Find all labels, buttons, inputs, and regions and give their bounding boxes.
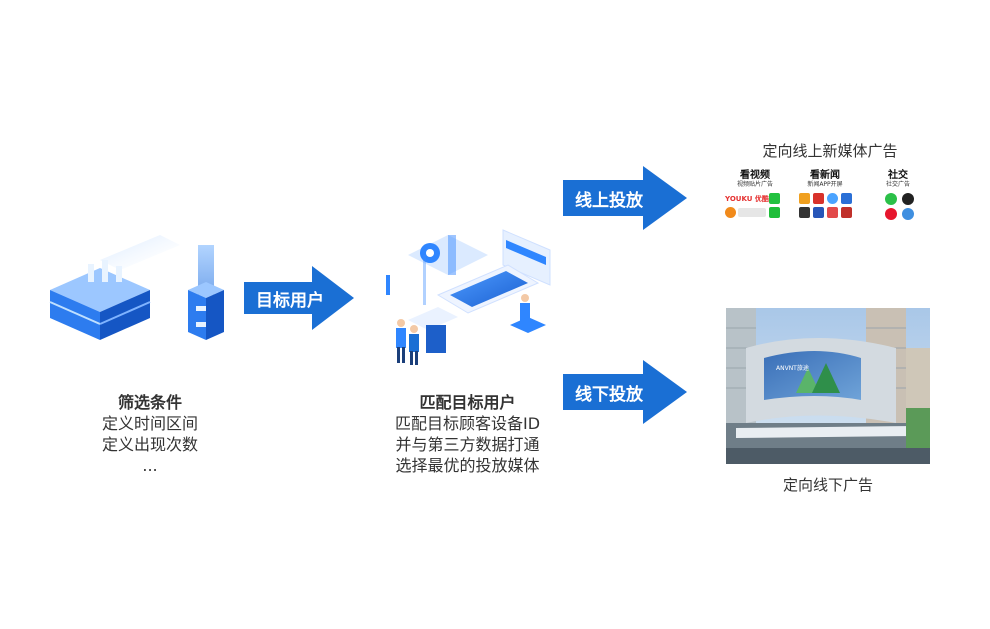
video-group: 看视频 视频贴片广告 [725,170,785,189]
offline-billboard-photo: ANVNT旅途 [726,308,930,464]
social-group-subtitle: 社交广告 [885,181,910,188]
weibo-icon [885,208,897,220]
online-label: 线上投放 [575,190,643,211]
online-arrow: 线上投放 [563,166,687,230]
news-app-icon-3 [827,193,838,204]
filter-line-time: 定义时间区间 [101,414,198,433]
wechat-icon [885,193,897,205]
news-group: 看新闻 新闻APP开屏 [795,170,855,189]
billboard-screen-text: ANVNT旅途 [776,365,809,372]
server-illustration [40,230,240,360]
online-media-panel: 看视频 视频贴片广告 YOUKU 优酷 看新闻 新闻APP开屏 社交 社交广告 [723,166,928,228]
iqiyi-video-icon [769,207,780,218]
sohu-icon [725,207,736,218]
news-app-icon-6 [813,207,824,218]
filter-title: 筛选条件 [117,393,182,412]
offline-arrow: 线下投放 [563,360,687,424]
iqiyi-icon [769,193,780,204]
tudou-icon [738,208,766,217]
video-group-subtitle: 视频贴片广告 [736,181,773,188]
news-app-icon-2 [813,193,824,204]
news-app-icon-1 [799,193,810,204]
news-app-icon-7 [827,207,838,218]
filter-caption: 筛选条件 定义时间区间 定义出现次数 ... [60,392,240,476]
match-line-media: 选择最优的投放媒体 [395,456,540,475]
news-app-icon-4 [841,193,852,204]
filter-line-more: ... [142,456,158,475]
target-users-arrow: 目标用户 [244,266,354,330]
offline-media-title: 定向线下广告 [782,476,873,494]
matching-illustration [378,225,553,370]
target-users-label: 目标用户 [256,290,324,311]
match-caption: 匹配目标用户 匹配目标顾客设备ID 并与第三方数据打通 选择最优的投放媒体 [370,392,565,476]
filter-line-count: 定义出现次数 [101,435,198,454]
online-media-title: 定向线上新媒体广告 [762,142,898,160]
match-title: 匹配目标用户 [419,393,516,412]
social-group: 社交 社交广告 [873,170,923,189]
news-group-title: 看新闻 [810,170,840,181]
news-app-icon-8 [841,207,852,218]
video-group-title: 看视频 [740,170,770,181]
social-group-title: 社交 [888,170,908,181]
qzone-icon [902,208,914,220]
news-group-subtitle: 新闻APP开屏 [807,181,843,188]
match-line-third-party: 并与第三方数据打通 [395,435,540,454]
offline-label: 线下投放 [575,384,643,405]
qq-icon [902,193,914,205]
youku-logo: YOUKU 优酷 [725,195,769,203]
match-line-device: 匹配目标顾客设备ID [394,414,541,433]
news-app-icon-5 [799,207,810,218]
